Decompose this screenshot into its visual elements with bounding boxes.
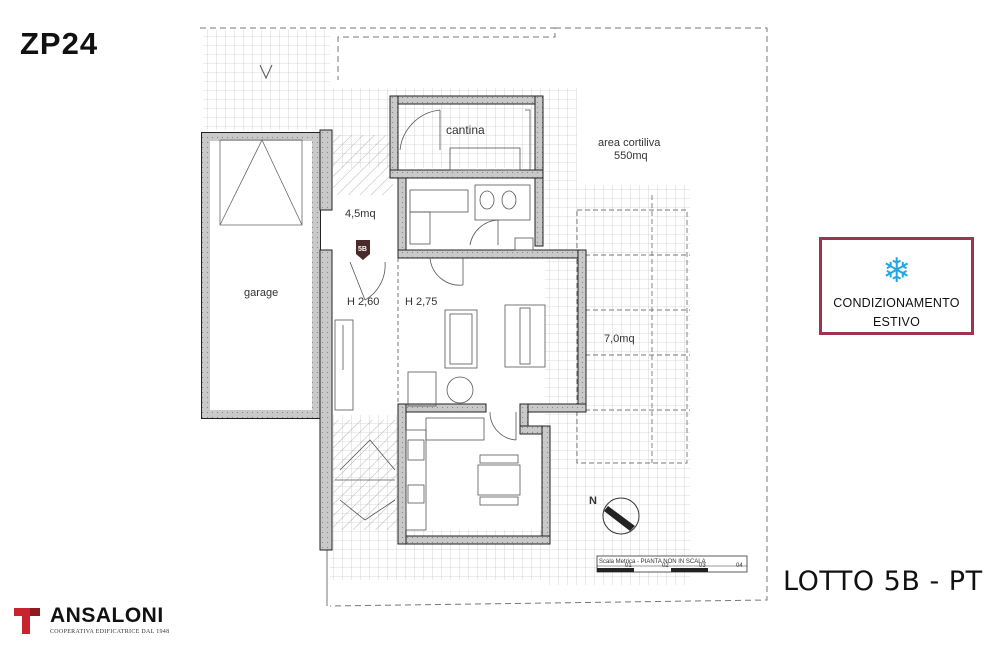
- logo-tagline: COOPERATIVA EDIFICATRICE DAL 1948: [50, 629, 170, 635]
- air-conditioning-badge: ❄ CONDIZIONAMENTO ESTIVO: [819, 237, 974, 335]
- stair-area-label: 4,5mq: [345, 208, 376, 220]
- scale-tick: 02: [662, 563, 669, 569]
- kitchen-fixtures: [405, 411, 521, 531]
- height-right-label: H 2,75: [405, 296, 437, 308]
- scale-tick: 04: [736, 563, 743, 569]
- north-arrow: N: [589, 495, 640, 535]
- scale-bar: Scala Metrica - PIANTA NON IN SCALA 01 0…: [596, 555, 748, 573]
- scale-tick: 01: [625, 563, 632, 569]
- stair-hatch: [333, 135, 393, 195]
- scale-title: Scala Metrica - PIANTA NON IN SCALA: [599, 559, 706, 565]
- snowflake-icon: ❄: [882, 252, 911, 290]
- badge-line1: CONDIZIONAMENTO: [833, 296, 960, 310]
- living-furniture: [334, 257, 546, 411]
- ramp-arrow: [259, 64, 273, 80]
- terrace-label: 7,0mq: [604, 333, 635, 345]
- unit-badge: 5B: [356, 240, 370, 260]
- logo-name: ANSALONI: [50, 604, 164, 627]
- bathroom-fixtures: [409, 184, 534, 251]
- plan-code-title: ZP24: [20, 26, 99, 61]
- unit-badge-code: 5B: [358, 246, 367, 253]
- house-walls: [319, 95, 587, 551]
- ramp-hatch: [333, 420, 398, 530]
- garage-label: garage: [244, 287, 278, 299]
- area-title-label: area cortiliva: [598, 137, 661, 149]
- north-label: N: [589, 495, 597, 507]
- scale-tick: 03: [699, 563, 706, 569]
- cantina-label: cantina: [446, 123, 485, 137]
- cantina-details: [399, 109, 531, 171]
- terrace-outline: [576, 195, 690, 464]
- garage-room: [201, 132, 321, 419]
- area-size-label: 550mq: [614, 150, 648, 162]
- stairs: [335, 439, 396, 521]
- lot-label: LOTTO 5B - PT: [783, 566, 983, 597]
- ansaloni-logo: ANSALONI COOPERATIVA EDIFICATRICE DAL 19…: [12, 604, 172, 640]
- logo-mark-icon: [14, 608, 40, 634]
- height-left-label: H 2,60: [347, 296, 379, 308]
- badge-line2: ESTIVO: [872, 315, 921, 329]
